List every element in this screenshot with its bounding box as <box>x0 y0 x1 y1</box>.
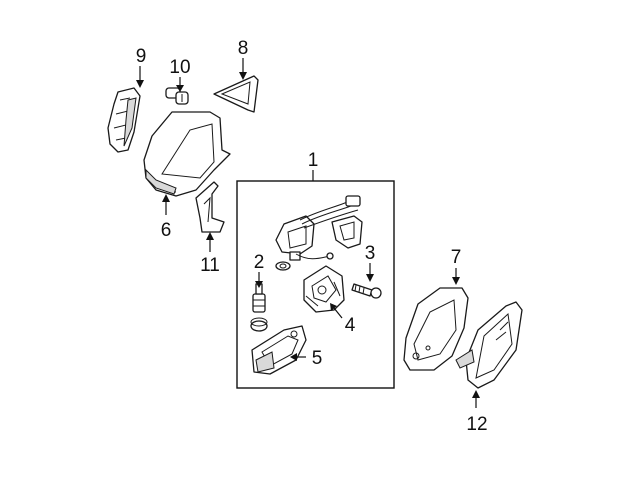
arrow-7 <box>452 277 460 285</box>
part-12-mirror-glass <box>455 301 523 389</box>
part-6-housing <box>143 111 231 197</box>
part-4-actuator <box>303 265 345 313</box>
callout-1: 1 <box>308 150 319 171</box>
part-10-clip <box>165 87 189 105</box>
callout-2: 2 <box>254 252 265 273</box>
callout-10: 10 <box>169 57 190 78</box>
part-3-screw <box>351 283 382 299</box>
callout-4: 4 <box>345 315 356 336</box>
arrow-3 <box>366 274 374 282</box>
arrow-2 <box>255 281 263 288</box>
leader-4 <box>333 307 343 319</box>
callout-3: 3 <box>365 243 376 264</box>
assembly-frame <box>236 180 395 389</box>
callout-5: 5 <box>312 348 323 369</box>
callout-9: 9 <box>136 46 147 67</box>
callout-11: 11 <box>200 255 220 276</box>
callout-6: 6 <box>161 220 172 241</box>
part-11-bracket <box>195 181 225 233</box>
callout-8: 8 <box>238 38 249 59</box>
arrow-12 <box>472 390 480 398</box>
arrow-11 <box>206 232 214 240</box>
part-2-fastener <box>250 261 291 332</box>
part-9-cover <box>107 87 141 153</box>
part-8-triangle-cover <box>213 75 259 113</box>
part-5-base <box>251 325 307 375</box>
arrow-8 <box>239 72 247 80</box>
callout-7: 7 <box>451 247 462 268</box>
arrow-5 <box>290 353 297 361</box>
part-7-mirror-holder <box>403 287 469 371</box>
arrow-10 <box>176 85 184 92</box>
arrow-9 <box>136 80 144 88</box>
arrow-6 <box>162 194 170 202</box>
arrow-4 <box>330 303 337 311</box>
callout-12: 12 <box>466 414 487 435</box>
part-1-motor-harness <box>275 195 363 261</box>
